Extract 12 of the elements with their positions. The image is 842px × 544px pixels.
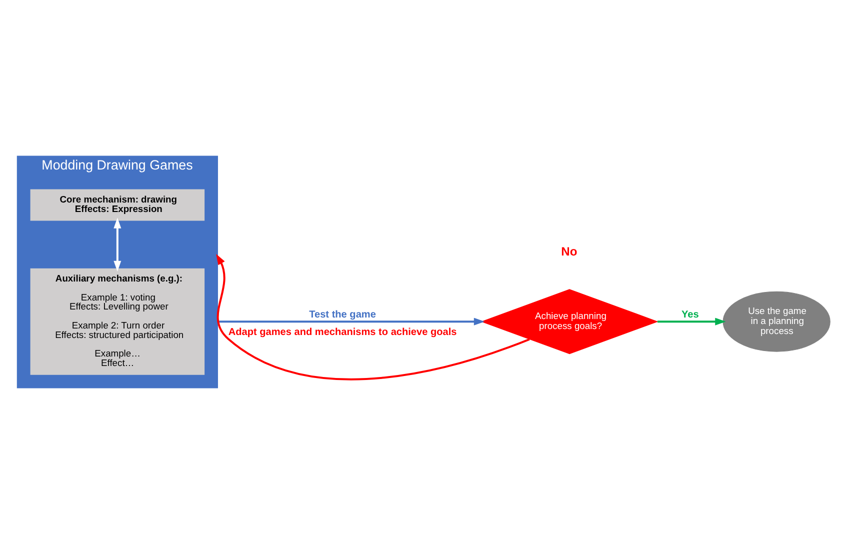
arrow <box>657 318 726 326</box>
edge-label: Yes <box>681 310 699 321</box>
node-diamond: Achieve planning process goals? <box>480 289 658 354</box>
edge-label: Adapt games and mechanisms to achieve goals <box>228 327 457 338</box>
label: No <box>561 244 578 259</box>
node-ellipse: Use the game in a planning process <box>722 291 830 352</box>
node-box: Auxiliary mechanisms (e.g.): Example 1: voting Effects: Levelling power Example 2: Turn order Effects: structured participation Example… Effect… <box>30 268 205 375</box>
arrow <box>114 218 122 272</box>
edge-label: Test the game <box>309 310 376 321</box>
arrow <box>216 254 530 380</box>
node-box: Core mechanism: drawing Effects: Expression <box>30 189 205 221</box>
arrow <box>218 318 485 326</box>
